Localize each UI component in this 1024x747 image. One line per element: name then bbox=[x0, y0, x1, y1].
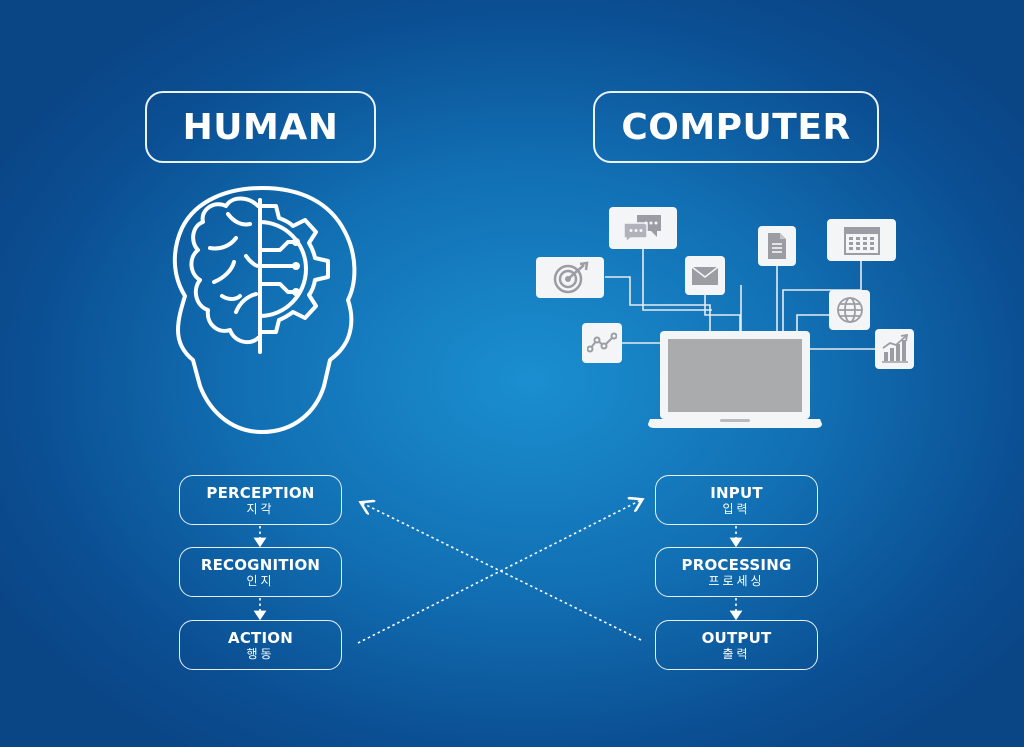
step-recognition-korean: 인지 bbox=[246, 573, 275, 588]
step-output-korean: 출력 bbox=[722, 646, 751, 661]
step-perception: PERCEPTION 지각 bbox=[179, 475, 342, 525]
document-card bbox=[758, 226, 796, 266]
computer-title: COMPUTER bbox=[593, 91, 879, 163]
step-input-label: INPUT bbox=[710, 483, 763, 502]
calendar-card bbox=[827, 219, 896, 261]
chat-card bbox=[609, 207, 677, 249]
document-icon bbox=[768, 233, 786, 259]
human-title: HUMAN bbox=[145, 91, 376, 163]
laptop-icon bbox=[648, 331, 822, 428]
arrow-action-input bbox=[357, 500, 641, 644]
step-input-korean: 입력 bbox=[722, 501, 751, 516]
step-output: OUTPUT 출력 bbox=[655, 620, 818, 670]
step-recognition: RECOGNITION 인지 bbox=[179, 547, 342, 597]
step-processing-label: PROCESSING bbox=[681, 555, 792, 574]
calendar-icon bbox=[843, 227, 880, 255]
globe-icon bbox=[836, 297, 863, 323]
step-action-korean: 행동 bbox=[246, 646, 275, 661]
step-perception-label: PERCEPTION bbox=[206, 483, 315, 502]
line-chart-icon bbox=[587, 332, 617, 353]
step-processing-korean: 프로세싱 bbox=[708, 573, 765, 588]
step-perception-korean: 지각 bbox=[246, 501, 275, 516]
bar-chart-icon bbox=[881, 334, 908, 363]
mail-icon bbox=[691, 265, 719, 285]
target-card bbox=[536, 257, 604, 298]
step-output-label: OUTPUT bbox=[701, 628, 772, 647]
globe-card bbox=[829, 290, 870, 330]
chat-icon bbox=[623, 215, 661, 243]
step-recognition-label: RECOGNITION bbox=[200, 555, 321, 574]
arrow-output-perception bbox=[362, 503, 642, 641]
mail-card bbox=[685, 256, 725, 295]
step-action: ACTION 행동 bbox=[179, 620, 342, 670]
step-processing: PROCESSING 프로세싱 bbox=[655, 547, 818, 597]
step-action-label: ACTION bbox=[228, 628, 293, 647]
line-chart-card bbox=[582, 323, 622, 363]
bar-chart-card bbox=[875, 329, 914, 369]
target-icon bbox=[553, 261, 589, 293]
step-input: INPUT 입력 bbox=[655, 475, 818, 525]
